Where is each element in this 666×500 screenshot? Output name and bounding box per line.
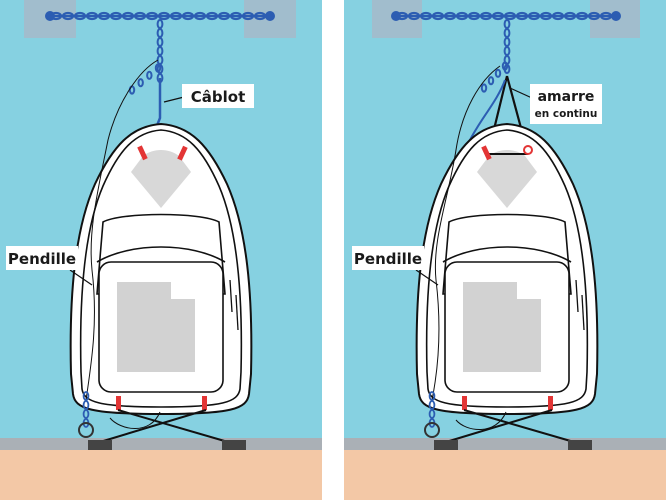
chain-link	[551, 11, 565, 21]
shackle-icon	[523, 145, 533, 155]
cleat-mark	[481, 145, 492, 161]
chain-link	[157, 11, 171, 21]
drop-chain	[480, 19, 511, 93]
chain-link	[563, 11, 577, 21]
cleat-mark	[462, 396, 467, 410]
chain-link	[419, 11, 433, 21]
cleat-mark	[177, 145, 188, 161]
chain-link	[82, 391, 90, 401]
label-cablot: Câblot	[191, 88, 246, 106]
chain-link	[145, 11, 159, 21]
chain-link	[205, 11, 219, 21]
panel-divider	[322, 0, 344, 500]
label-pendille-left: Pendille	[8, 250, 76, 268]
anchor-block-icon	[88, 440, 112, 450]
chain-link	[443, 11, 457, 21]
chain-link	[241, 11, 255, 21]
chain-link	[73, 11, 87, 21]
label-pendille-right: Pendille	[354, 250, 422, 268]
chain-link	[82, 409, 90, 419]
chain-link	[467, 11, 481, 21]
anchor-block-icon	[222, 440, 246, 450]
quay-edge	[344, 438, 666, 450]
chain-icon	[395, 11, 616, 21]
chain-link	[407, 11, 421, 21]
chain-end-left	[391, 11, 401, 21]
chain-end-right	[265, 11, 275, 21]
chain-link	[109, 11, 123, 21]
cleat-mark	[116, 396, 121, 410]
anchor-block-icon	[568, 440, 592, 450]
quay-edge	[0, 438, 322, 450]
quay	[344, 450, 666, 500]
left-panel: Câblot Pendille	[0, 0, 322, 500]
chain-link	[97, 11, 111, 21]
chain-link	[85, 11, 99, 21]
chain-link	[480, 83, 488, 93]
label-box-pendille	[352, 246, 424, 270]
anchor-block-icon	[434, 440, 458, 450]
chain-link	[137, 78, 144, 88]
chain-link	[487, 76, 495, 86]
cleat-mark	[548, 396, 553, 410]
chain-link	[575, 11, 589, 21]
chain-link	[217, 11, 231, 21]
chain-link	[527, 11, 541, 21]
chain-link	[169, 11, 183, 21]
drop-chain	[128, 19, 164, 95]
chain-link	[455, 11, 469, 21]
mooring-ring-icon	[424, 422, 440, 438]
chain-link	[515, 11, 529, 21]
chain-link	[193, 11, 207, 21]
quay	[0, 450, 322, 500]
chain-link	[133, 11, 147, 21]
chain-end-right	[611, 11, 621, 21]
mooring-ring-icon	[78, 422, 94, 438]
chain-link	[501, 61, 509, 71]
chain-link	[121, 11, 135, 21]
chain-link	[539, 11, 553, 21]
chain-link	[154, 63, 162, 73]
chain-link	[431, 11, 445, 21]
chain-link	[503, 11, 517, 21]
label-amarre: amarre	[538, 89, 595, 105]
chain-link	[428, 400, 436, 410]
cleat-mark	[137, 145, 148, 161]
chain-link	[587, 11, 601, 21]
chain-icon	[49, 11, 270, 21]
label-box-pendille	[6, 246, 78, 270]
label-en-continu: en continu	[535, 108, 598, 120]
chain-link	[61, 11, 75, 21]
cleat-mark	[202, 396, 207, 410]
chain-link	[479, 11, 493, 21]
chain-link	[146, 70, 153, 80]
chain-end-left	[45, 11, 55, 21]
right-panel: amarre en continu Pendille	[344, 0, 666, 500]
chain-link	[491, 11, 505, 21]
chain-link	[494, 68, 502, 78]
label-box-cablot	[182, 84, 254, 108]
label-box-amarre	[530, 84, 602, 124]
chain-link	[428, 409, 436, 419]
chain-link	[229, 11, 243, 21]
chain-link	[428, 391, 436, 401]
chain-link	[181, 11, 195, 21]
chain-link	[82, 400, 90, 410]
